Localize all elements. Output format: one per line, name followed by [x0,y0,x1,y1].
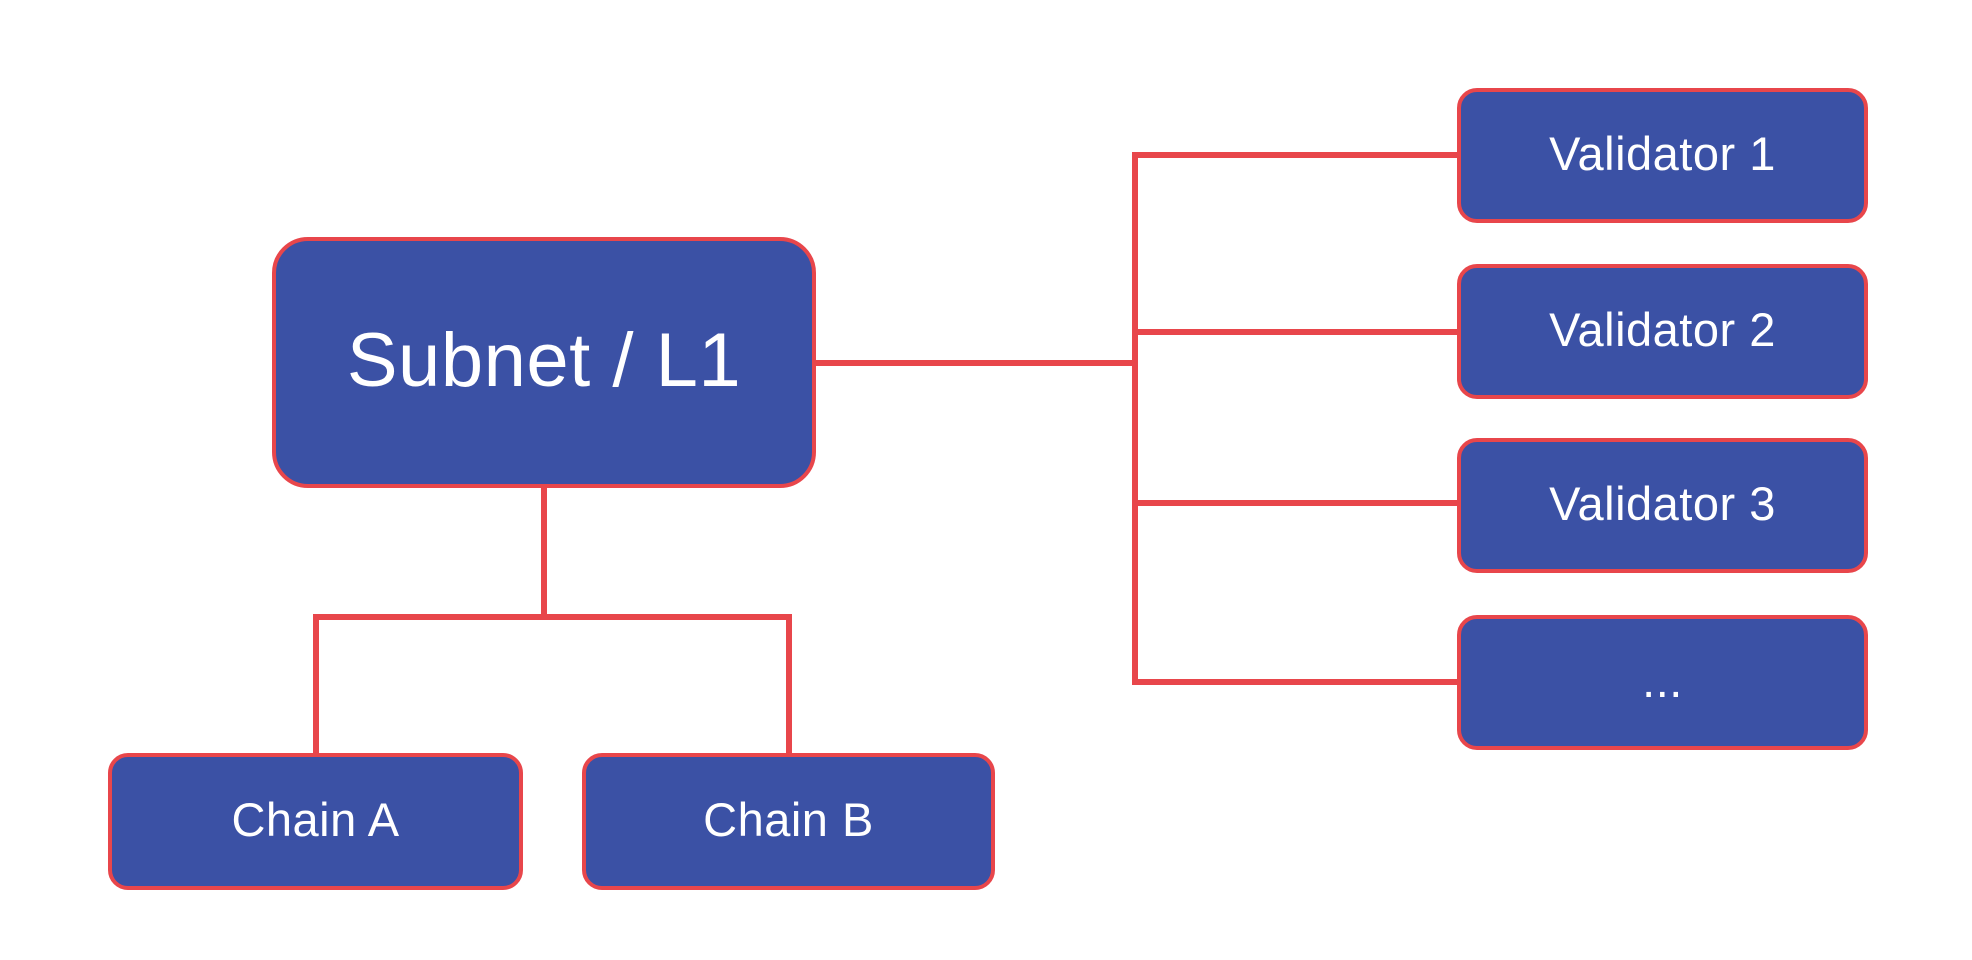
connector-branch-validator-1 [1135,152,1457,158]
validator-ellipsis-label: ... [1642,654,1683,707]
connector-root-to-chains-vertical [541,488,547,620]
validator-1-label: Validator 1 [1549,127,1776,180]
validator-2-label: Validator 2 [1549,303,1776,356]
validator-3-label: Validator 3 [1549,477,1776,530]
validator-ellipsis-node: ... [1457,615,1868,750]
connector-branch-validator-2 [1135,329,1457,335]
connector-validators-trunk-vertical [1132,152,1138,685]
connector-branch-validator-3 [1135,500,1457,506]
validator-3-node: Validator 3 [1457,438,1868,573]
chain-a-label: Chain A [231,793,400,846]
chain-a-node: Chain A [108,753,523,890]
validator-1-node: Validator 1 [1457,88,1868,223]
connector-drop-to-chain-a [313,617,319,757]
chain-b-label: Chain B [703,793,874,846]
connector-root-to-validators [814,360,1138,366]
validator-2-node: Validator 2 [1457,264,1868,399]
subnet-l1-label: Subnet / L1 [346,318,742,403]
chain-b-node: Chain B [582,753,995,890]
subnet-l1-node: Subnet / L1 [272,237,816,488]
connector-branch-validator-ellipsis [1135,679,1457,685]
connector-chains-split-horizontal [313,614,792,620]
connector-drop-to-chain-b [786,617,792,757]
